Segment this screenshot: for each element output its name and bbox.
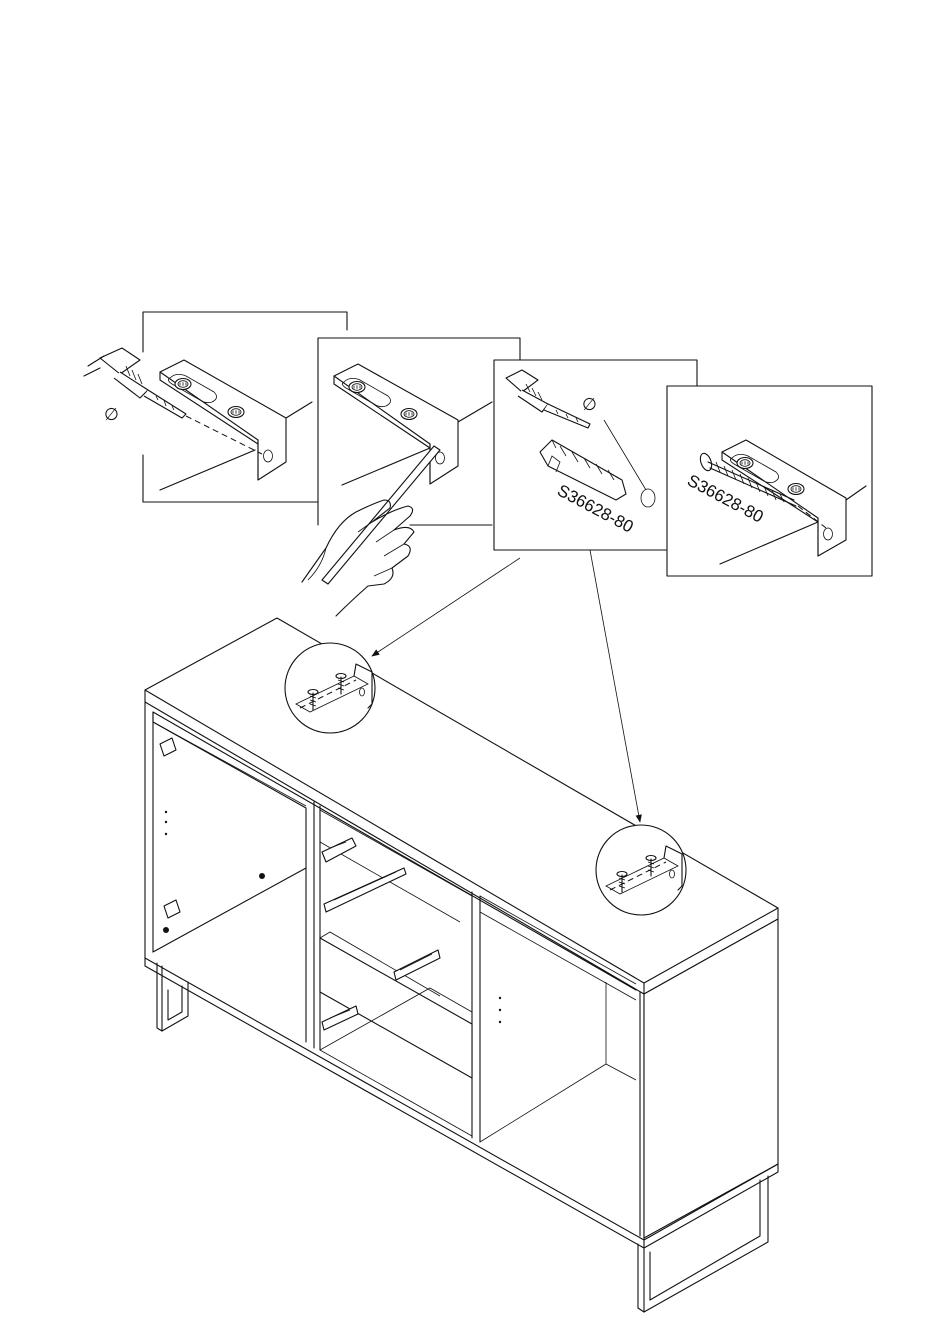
diameter-symbol: ∅: [582, 395, 597, 414]
right-bracket-detail: [596, 825, 686, 915]
diameter-symbol: ∅: [104, 405, 119, 424]
left-bracket-detail: [285, 643, 375, 733]
leader-arrow: [590, 550, 640, 822]
hinge-icon: [160, 738, 180, 918]
step-panel-screw: S36628-80: [667, 386, 872, 576]
part-label: S36628-80: [684, 471, 766, 527]
leader-arrow: [372, 558, 520, 656]
step-panel-mark: [302, 338, 520, 616]
cabinet: [145, 618, 778, 1312]
drill-icon: [506, 370, 590, 428]
step-panel-drill: ∅: [84, 312, 347, 502]
hand-icon: [302, 500, 414, 616]
